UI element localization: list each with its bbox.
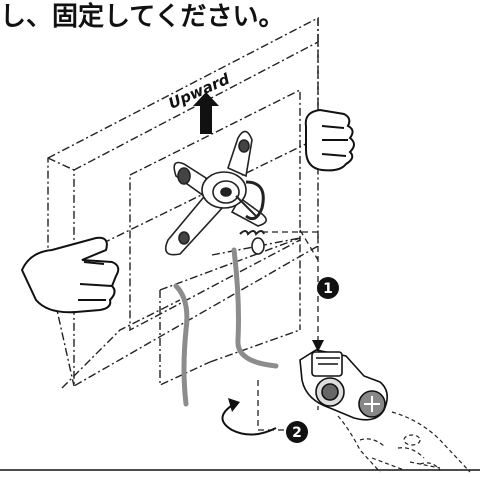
- cable-right: [231, 247, 279, 369]
- instruction-text: し、固定してください。: [0, 2, 285, 32]
- up-arrow-icon: [193, 92, 219, 134]
- stand-clamp: [299, 349, 388, 421]
- guide-lines: [257, 229, 319, 431]
- stand-arm: [337, 411, 471, 473]
- cable-left: [173, 283, 190, 407]
- svg-text:2: 2: [292, 425, 302, 441]
- monitor-outline: [47, 16, 319, 389]
- step-badge-1: 1: [317, 277, 339, 299]
- rotate-arrow-icon: [221, 398, 277, 436]
- step-badge-2: 2: [286, 421, 308, 443]
- svg-text:1: 1: [323, 281, 333, 297]
- upward-label: Upward: [166, 70, 233, 113]
- right-hand-icon: [304, 108, 355, 172]
- mounting-bracket: [164, 130, 267, 256]
- cables: [173, 247, 279, 407]
- arrow-down-icon: [312, 340, 324, 352]
- left-hand-icon: [20, 236, 120, 314]
- upward-indicator: Upward: [166, 70, 233, 134]
